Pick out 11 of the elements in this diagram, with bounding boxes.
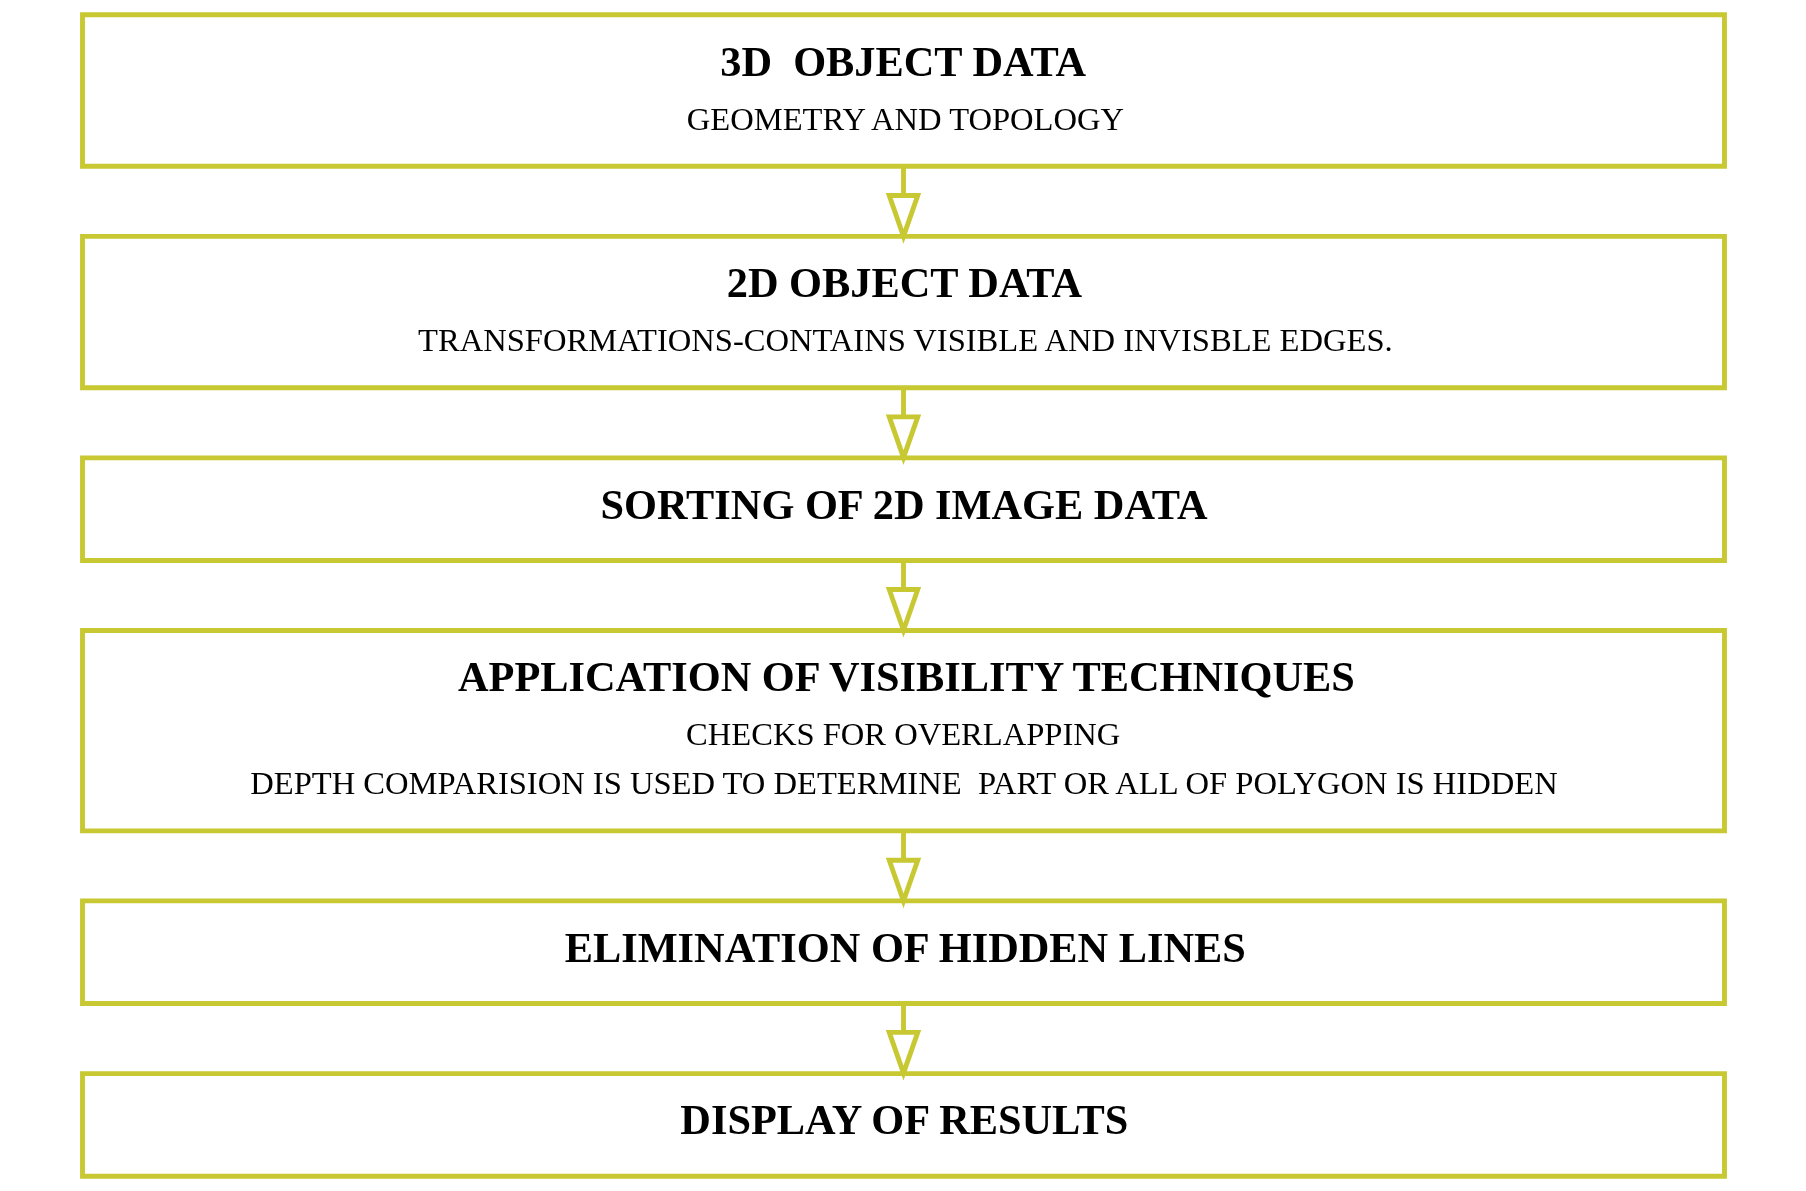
- node-box: SORTING OF 2D IMAGE DATA: [79, 455, 1727, 563]
- node-box: 2D OBJECT DATA TRANSFORMATIONS-CONTAINS VISIBLE AND INVISBLE EDGES.: [79, 233, 1727, 391]
- node-box: DISPLAY OF RESULTS: [79, 1071, 1727, 1179]
- node-box: ELIMINATION OF HIDDEN LINES: [79, 898, 1727, 1006]
- arrow: [885, 831, 921, 909]
- arrow: [885, 166, 921, 244]
- arrow: [885, 560, 921, 638]
- arrow: [885, 1003, 921, 1081]
- node-box: 3D OBJECT DATA GEOMETRY AND TOPOLOGY: [79, 12, 1727, 169]
- arrow: [885, 388, 921, 466]
- node-box: APPLICATION OF VISIBILITY TECHNIQUES CHECKS FOR OVERLAPPING DEPTH COMPARISION IS USED TO DETERMINE PART OR ALL OF POLYGON IS HIDDEN: [79, 628, 1727, 834]
